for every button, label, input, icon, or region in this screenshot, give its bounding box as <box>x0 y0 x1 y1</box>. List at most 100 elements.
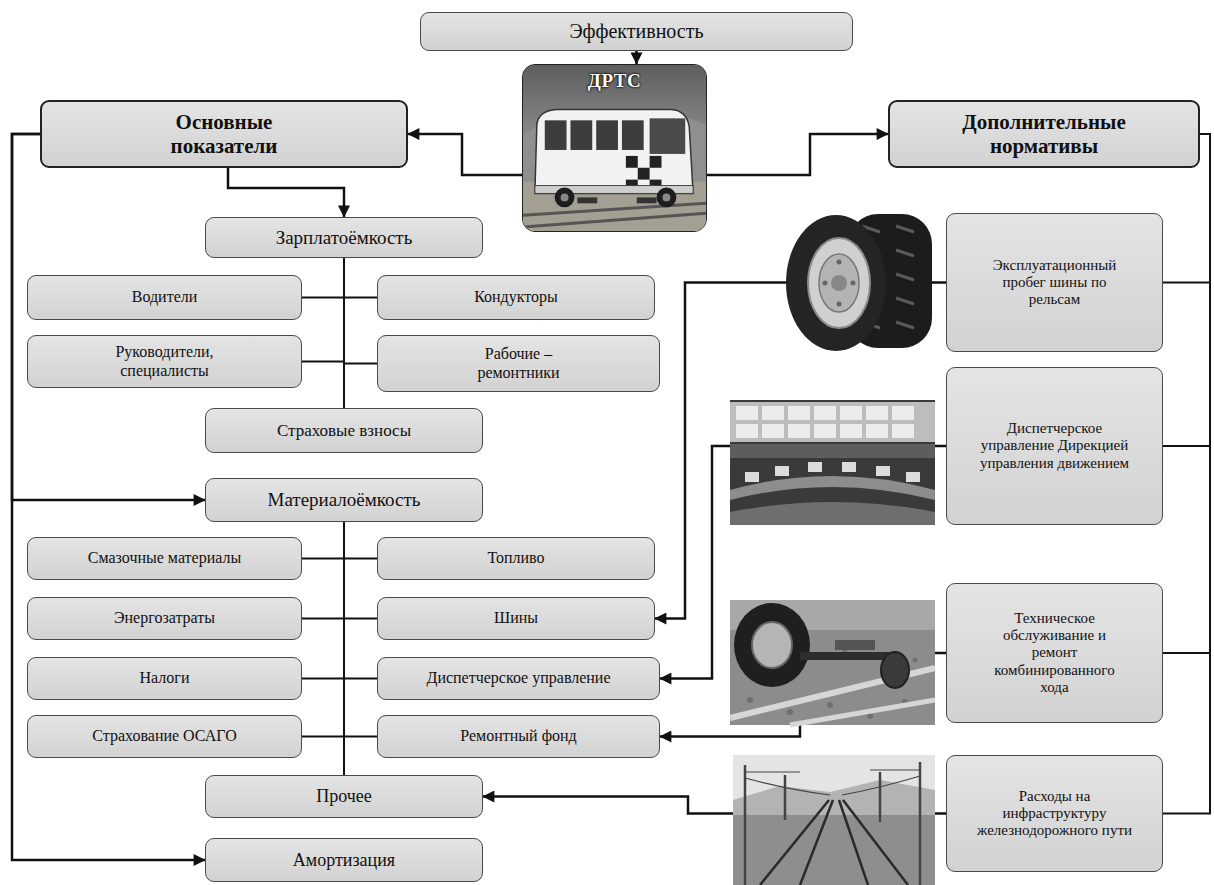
dispatch-photo-part-part <box>840 424 862 438</box>
rail-wheel-photo-part <box>881 652 909 688</box>
item-box: Прочее <box>205 775 483 818</box>
node-label: Материалоёмкость <box>268 489 421 511</box>
bus-photo-part <box>523 213 706 227</box>
flow-arrow <box>408 134 522 175</box>
dispatch-photo-part-part <box>745 472 759 482</box>
bus-photo-part <box>650 156 662 168</box>
dispatch-photo-part-part <box>736 424 758 438</box>
branch-line <box>344 522 377 619</box>
dispatch-photo-part-part <box>814 424 836 438</box>
dispatch-photo-part-part <box>736 406 758 420</box>
item-box: Шины <box>377 597 655 640</box>
node-label: Страхование ОСАГО <box>92 727 236 745</box>
category-box: Материалоёмкость <box>205 478 483 522</box>
branch-line <box>344 522 377 559</box>
item-box: Страхование ОСАГО <box>27 715 302 758</box>
dispatch-photo-part-part <box>808 462 822 472</box>
node-label: Налоги <box>140 669 190 687</box>
bus-photo-part <box>570 120 592 150</box>
item-box: Рабочие – ремонтники <box>377 335 660 392</box>
tyre-photo-part <box>823 260 856 307</box>
item-box: Водители <box>27 275 302 320</box>
flow-arrow <box>635 51 638 64</box>
dispatch-photo-part-part <box>842 462 856 472</box>
tyre-photo-part-part <box>837 260 842 265</box>
norm-box: Эксплуатационный пробег шины по рельсам <box>946 213 1163 352</box>
item-box: Смазочные материалы <box>27 537 302 580</box>
bus-photo-part <box>662 193 670 201</box>
dispatch-photo-part-part <box>762 406 784 420</box>
norm-box: Диспетчерское управление Дирекцией управ… <box>946 367 1163 525</box>
tyre-photo-part <box>786 215 886 351</box>
dispatch-photo-part <box>736 406 914 438</box>
branch-line <box>343 522 345 775</box>
railway-photo-part-part <box>919 762 922 885</box>
bus-photo-part <box>535 109 693 193</box>
rail-wheel-photo-part <box>835 640 875 650</box>
tyre-photo-part-part <box>896 298 914 304</box>
branch-line <box>302 522 344 679</box>
tyre-photo-part-part <box>851 281 856 286</box>
dispatch-photo-part <box>730 400 935 525</box>
dispatch-photo-part-part <box>775 466 789 476</box>
tyre-photo-part <box>831 275 847 291</box>
rail-wheel-photo-part-part <box>827 702 833 708</box>
bus-photo-part <box>596 120 618 150</box>
node-label: ДРТС <box>588 70 641 92</box>
branch-line <box>302 258 344 362</box>
bus-photo-part <box>523 182 706 231</box>
vehicle-photo: ДРТС <box>522 64 707 232</box>
tyre-photo-part-part <box>837 302 842 307</box>
dispatch-photo-part-part <box>762 424 784 438</box>
node-label: Основные показатели <box>159 110 289 158</box>
item-box: Страховые взносы <box>205 408 483 453</box>
branch-line <box>343 258 345 408</box>
bus-photo-part <box>638 168 650 180</box>
railway-photo-part <box>760 800 908 885</box>
tyre-photo-part-part <box>896 250 914 256</box>
connector-group <box>12 51 1210 860</box>
bus-photo-part <box>626 156 638 168</box>
branch-line <box>1163 134 1210 814</box>
flow-arrow <box>228 168 344 217</box>
norm-box: Техническое обслуживание и ремонт комбин… <box>946 583 1163 723</box>
railway-photo-part <box>733 755 935 885</box>
node-label: Смазочные материалы <box>88 549 241 567</box>
branch-line <box>344 522 377 679</box>
item-box: Руководители, специалисты <box>27 335 302 388</box>
flow-arrow <box>707 134 888 175</box>
group-box: Основные показатели <box>40 100 408 168</box>
tyre-photo-part-part <box>896 322 914 328</box>
branch-line <box>302 522 344 619</box>
item-box: Кондукторы <box>377 275 655 320</box>
node-label: Расходы на инфраструктуру железнодорожно… <box>970 788 1140 840</box>
railway-photo-part-part <box>745 778 830 795</box>
node-label: Прочее <box>316 786 372 807</box>
norm-box: Расходы на инфраструктуру железнодорожно… <box>946 755 1163 872</box>
tyre-photo-part-part <box>896 274 914 280</box>
bus-photo-part <box>650 118 686 154</box>
dispatch-photo-part <box>730 444 935 458</box>
bus-photo-part <box>555 188 575 208</box>
item-box: Налоги <box>27 657 302 700</box>
dispatch-photo-part-part <box>866 406 888 420</box>
node-label: Кондукторы <box>474 288 558 306</box>
dispatch-photo-part <box>730 476 935 500</box>
group-box: Дополнительные нормативы <box>888 100 1200 168</box>
rail-wheel-photo-part-part <box>913 658 918 663</box>
branch-line <box>302 522 344 737</box>
branch-line <box>344 522 377 737</box>
node-label: Диспетчерское управление <box>426 669 610 687</box>
category-box: Амортизация <box>205 838 483 882</box>
branch-line <box>1163 134 1210 653</box>
bus-photo-part <box>523 203 706 215</box>
tyre-photo-part-part <box>823 281 828 286</box>
node-label: Эксплуатационный пробег шины по рельсам <box>980 257 1130 309</box>
bus-photo-part <box>637 197 657 203</box>
dispatch-photo-part-part <box>892 406 914 420</box>
rail-wheel-photo-part <box>790 700 935 725</box>
railway-photo-part <box>745 770 920 795</box>
node-label: Зарплатоёмкость <box>276 227 413 249</box>
node-label: Страховые взносы <box>277 421 411 441</box>
